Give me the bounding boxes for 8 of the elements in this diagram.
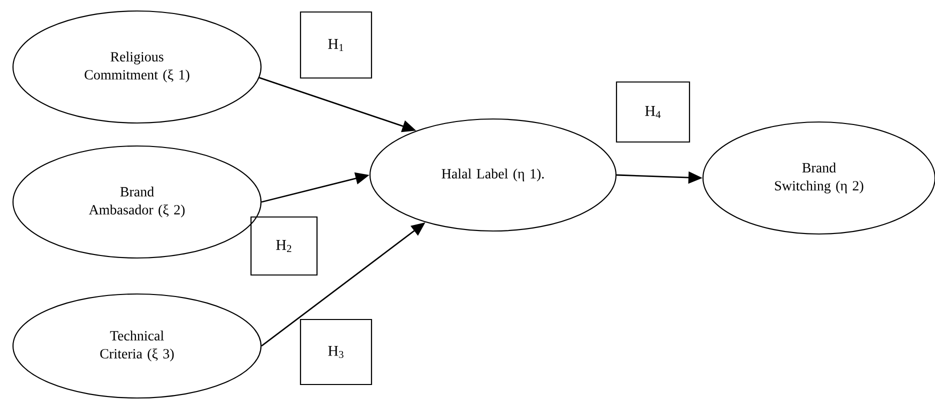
hypothesis-box: H$_{3}$ [300, 318, 372, 386]
hypothesis-box: H$_{1}$ [300, 11, 372, 79]
ellipse-node: Brand Ambasador (ξ 2) [12, 145, 262, 259]
ellipse-node: Technical Criteria (ξ 3) [12, 293, 262, 399]
ellipse-node: Religious Commitment (ξ 1) [12, 10, 262, 124]
hypothesis-box: H$_{2}$ [250, 216, 318, 276]
hypothesis-box: H$_{4}$ [616, 81, 690, 143]
ellipse-node: Halal Label (η 1). [369, 118, 617, 232]
